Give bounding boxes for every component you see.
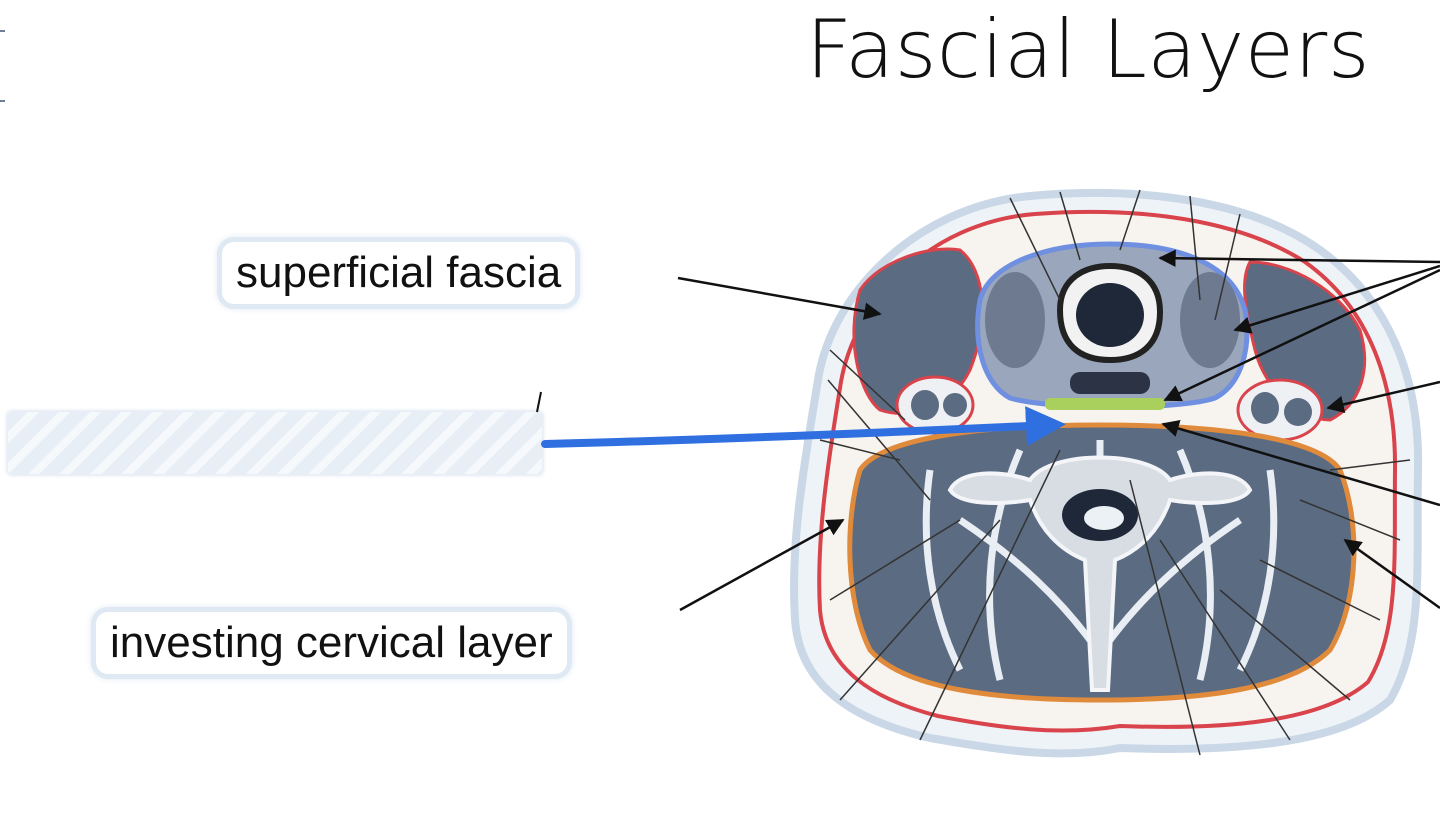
pretracheal-compartment [975, 241, 1250, 410]
thyroid-lobe-right [1180, 272, 1240, 368]
right-sternocleidomastoid [1243, 260, 1367, 422]
label-investing-cervical-layer: investing cervical layer [96, 612, 567, 674]
tick-mark [536, 391, 542, 413]
blue-pointer-arrow [541, 406, 1066, 448]
esophagus [1070, 372, 1150, 394]
unlabeled-leader-lines [819, 189, 1411, 756]
trachea-lumen [1076, 283, 1144, 347]
edge-mark [0, 30, 5, 32]
prevertebral-fascia-band [1045, 398, 1165, 410]
spinal-cord [1084, 506, 1124, 530]
slide-title: Fascial Layers [806, 3, 1370, 96]
left-sternocleidomastoid [852, 247, 984, 416]
deep-muscle-septa [922, 440, 1278, 690]
arrow-investing-layer [679, 518, 845, 612]
trachea [1056, 262, 1164, 364]
skin-outline [790, 189, 1423, 758]
right-carotid-sheath [1236, 378, 1324, 442]
prevertebral-compartment [847, 422, 1357, 703]
blank-answer-box[interactable] [8, 412, 542, 474]
edge-mark [0, 100, 5, 102]
vertebra [947, 455, 1253, 692]
label-superficial-fascia: superficial fascia [222, 242, 576, 304]
right-label-arrows [1158, 249, 1440, 610]
subcutaneous-layer [817, 209, 1398, 733]
vertebral-canal [1062, 489, 1138, 541]
left-carotid-sheath [895, 375, 975, 435]
arrow-superficial-fascia [677, 276, 882, 320]
thyroid-lobe-left [985, 272, 1045, 368]
